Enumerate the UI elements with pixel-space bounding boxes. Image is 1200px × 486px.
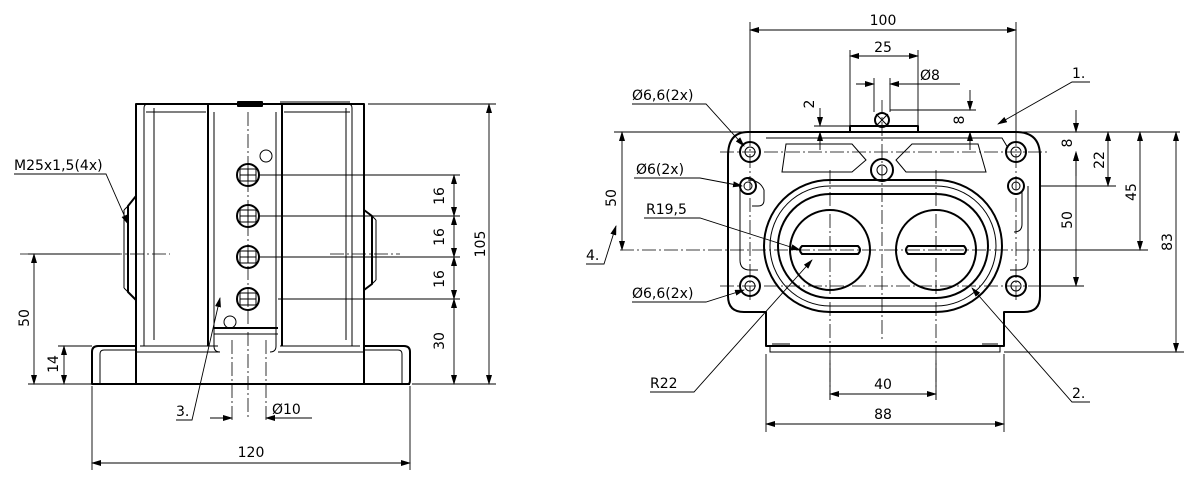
label-hole-mid: Ø6(2x) [636,162,684,178]
label-radius-22: R22 [650,376,678,392]
gasket-outer [763,179,1003,313]
label-item-1: 1. [1072,66,1085,82]
dim-83: 83 [1160,233,1176,251]
label-item-3: 3. [176,404,189,420]
label-radius-19-5: R19,5 [646,202,687,218]
front-view: 105 16 16 16 30 50 14 120 Ø10 M25x1,5(4x… [14,101,496,470]
dim-base-30: 30 [432,332,448,350]
dim-thread-height-50: 50 [17,309,33,327]
dim-22: 22 [1092,151,1108,169]
label-hole-bottom: Ø6,6(2x) [632,286,693,302]
dim-hole-dia-10: Ø10 [272,402,301,418]
small-hole-top [259,149,273,163]
plate-outline [727,131,1041,347]
dim-88: 88 [874,407,892,423]
dim-pitch-16-a: 16 [432,187,448,205]
main-body [135,103,365,346]
dim-50-right: 50 [1060,211,1076,229]
dim-overall-100: 100 [870,13,897,29]
dim-pitch-16-c: 16 [432,270,448,288]
dim-45: 45 [1124,183,1140,201]
dim-40: 40 [874,377,892,393]
dim-pitch-16-b: 16 [432,228,448,246]
dim-gap-2: 2 [802,100,818,109]
dim-top-8: 8 [952,116,968,125]
top-view: 100 25 Ø8 2 8 8 22 45 50 [586,13,1184,432]
label-item-2: 2. [1072,386,1085,402]
dim-flange-14: 14 [46,355,62,373]
dim-50-left: 50 [604,189,620,207]
label-hole-top: Ø6,6(2x) [632,88,693,104]
label-thread-m25: M25x1,5(4x) [14,158,103,174]
dim-width-120: 120 [238,445,265,461]
dim-height-105: 105 [473,231,489,258]
small-hole-bottom [223,315,237,329]
dim-right-8: 8 [1060,139,1076,148]
left-gland [127,195,137,301]
dim-pin-dia-8: Ø8 [920,68,940,84]
right-gland [363,209,373,291]
dim-slot-25: 25 [874,40,892,56]
label-item-4: 4. [586,248,599,264]
